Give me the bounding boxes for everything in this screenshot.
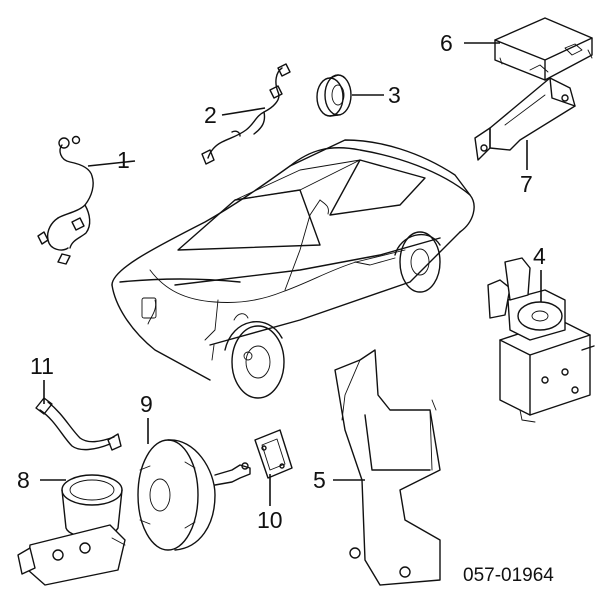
part-1-front-abs-sensor-harness xyxy=(37,135,94,265)
callout-8: 8 xyxy=(17,467,30,493)
part-4-abs-hydraulic-unit xyxy=(487,257,595,423)
leader-lines xyxy=(40,42,542,506)
callout-9: 9 xyxy=(140,391,153,417)
callout-1: 1 xyxy=(117,147,130,173)
part-5-protector-plate xyxy=(334,349,441,586)
callout-2: 2 xyxy=(204,102,217,128)
part-6-abs-control-module xyxy=(494,17,593,81)
part-10-booster-gasket xyxy=(254,429,293,479)
part-2-rear-abs-sensor-harness xyxy=(201,63,291,165)
callout-5: 5 xyxy=(313,467,326,493)
part-code: 057-01964 xyxy=(463,565,554,586)
part-7-module-bracket xyxy=(474,64,576,161)
callout-3: 3 xyxy=(388,82,401,108)
part-8-brake-master-cylinder xyxy=(17,474,126,586)
callout-11: 11 xyxy=(30,353,54,379)
part-9-brake-booster xyxy=(137,439,251,551)
part-11-brake-hose xyxy=(35,397,122,451)
callout-4: 4 xyxy=(533,243,546,269)
car-body-illustration xyxy=(111,139,475,399)
part-3-seal-ring xyxy=(316,74,352,117)
callout-6: 6 xyxy=(440,30,453,56)
callout-numbers: 1 2 3 4 5 6 7 8 9 10 11 xyxy=(17,30,546,533)
callout-10: 10 xyxy=(257,507,283,533)
callout-7: 7 xyxy=(520,171,533,197)
